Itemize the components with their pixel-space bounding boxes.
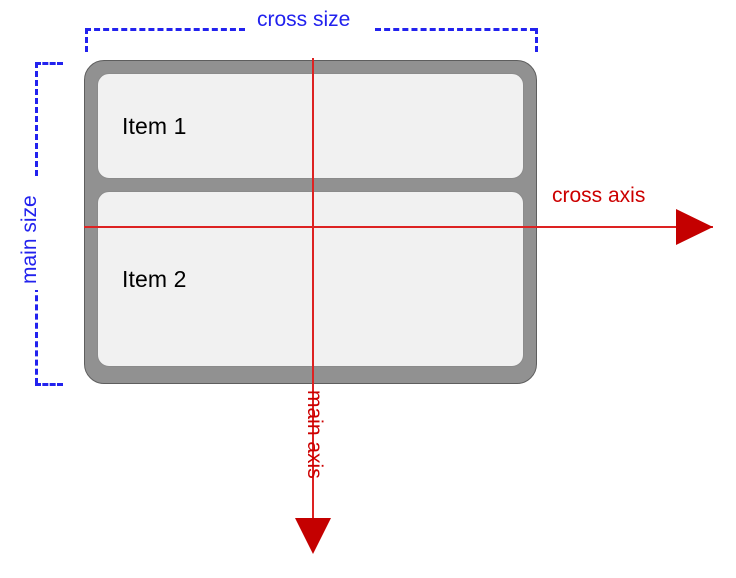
flex-item-2: Item 2 <box>97 191 524 367</box>
main-size-bracket-bottom-segment <box>35 286 38 384</box>
cross-axis-line <box>84 226 713 228</box>
cross-size-bracket-right-tick <box>535 28 538 52</box>
cross-size-bracket-left-tick <box>85 28 88 52</box>
main-size-bracket-bottom-tick <box>35 383 63 386</box>
flex-item-1-label: Item 1 <box>122 112 187 139</box>
cross-size-label: cross size <box>251 8 357 32</box>
main-size-bracket-top-tick <box>35 62 63 65</box>
main-axis-line <box>312 58 314 524</box>
flex-container: Item 1 Item 2 <box>84 60 537 384</box>
main-axis-arrow-icon <box>295 518 331 554</box>
cross-axis-label: cross axis <box>552 184 646 207</box>
main-size-bracket-top-segment <box>35 62 38 176</box>
main-axis-label: main axis <box>303 390 326 479</box>
flex-item-1: Item 1 <box>97 73 524 179</box>
flex-item-2-label: Item 2 <box>122 265 187 292</box>
main-size-label: main size <box>14 189 46 290</box>
cross-size-bracket-right-segment <box>375 28 536 31</box>
cross-axis-arrow-icon <box>676 209 713 245</box>
cross-size-bracket-left-segment <box>85 28 245 31</box>
